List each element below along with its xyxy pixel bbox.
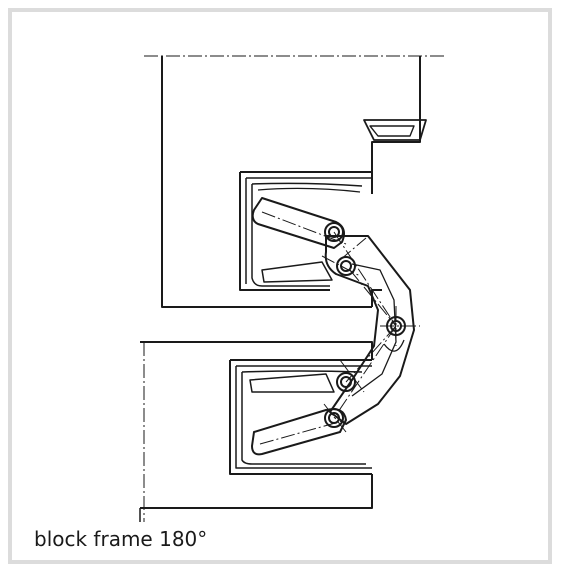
pivot-upper-inner: [336, 256, 356, 276]
lower-frame-block: [139, 341, 373, 522]
upper-frame-block: [161, 56, 427, 308]
lower-hinge-cup: [229, 359, 372, 475]
figure-caption: block frame 180°: [34, 527, 208, 551]
center-lines: [143, 55, 444, 522]
lower-hinge-arm: [251, 408, 347, 456]
pivot-lower-inner: [336, 372, 356, 392]
link-plate: [324, 235, 415, 425]
upper-hinge-cup: [239, 171, 372, 291]
pivot-upper-outer: [324, 222, 344, 242]
